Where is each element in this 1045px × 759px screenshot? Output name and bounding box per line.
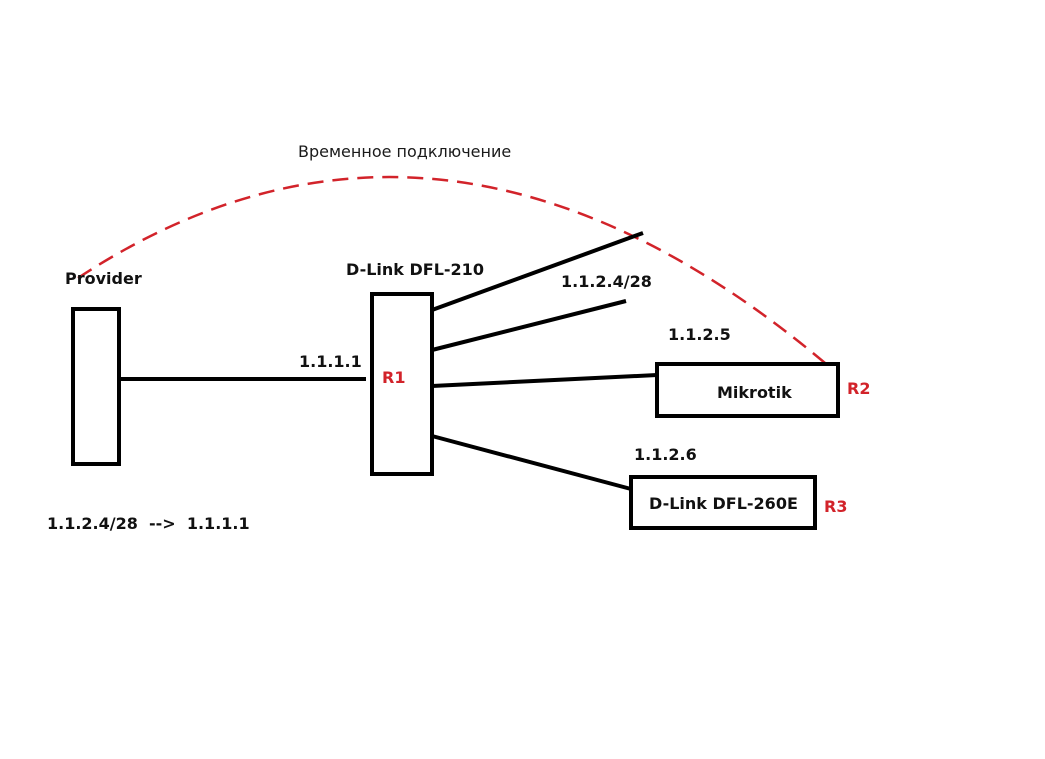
- r1-r2-link: [431, 373, 658, 388]
- r1-model-label: D-Link DFL-210: [346, 260, 484, 279]
- r3-tag: R3: [824, 497, 848, 516]
- r1-lan-line-2: [431, 299, 627, 352]
- r1-lan-subnet-label: 1.1.2.4/28: [561, 272, 652, 291]
- r2-model-label: Mikrotik: [717, 383, 792, 402]
- temporary-connection-arc: [77, 175, 826, 364]
- r1-lan-line-1: [431, 231, 644, 312]
- r3-model-label: D-Link DFL-260E: [649, 494, 798, 513]
- r2-box: [655, 362, 840, 418]
- provider-label: Provider: [65, 269, 142, 288]
- r3-ip-label: 1.1.2.6: [634, 445, 697, 464]
- provider-box: [71, 307, 121, 466]
- r1-wan-ip-label: 1.1.1.1: [299, 352, 362, 371]
- r2-ip-label: 1.1.2.5: [668, 325, 731, 344]
- r2-tag: R2: [847, 379, 871, 398]
- r1-tag: R1: [382, 368, 406, 387]
- r3-box: [629, 475, 817, 530]
- temporary-connection-label: Временное подключение: [298, 142, 512, 161]
- r1-r3-link: [431, 434, 632, 491]
- route-note: 1.1.2.4/28 --> 1.1.1.1: [47, 514, 250, 533]
